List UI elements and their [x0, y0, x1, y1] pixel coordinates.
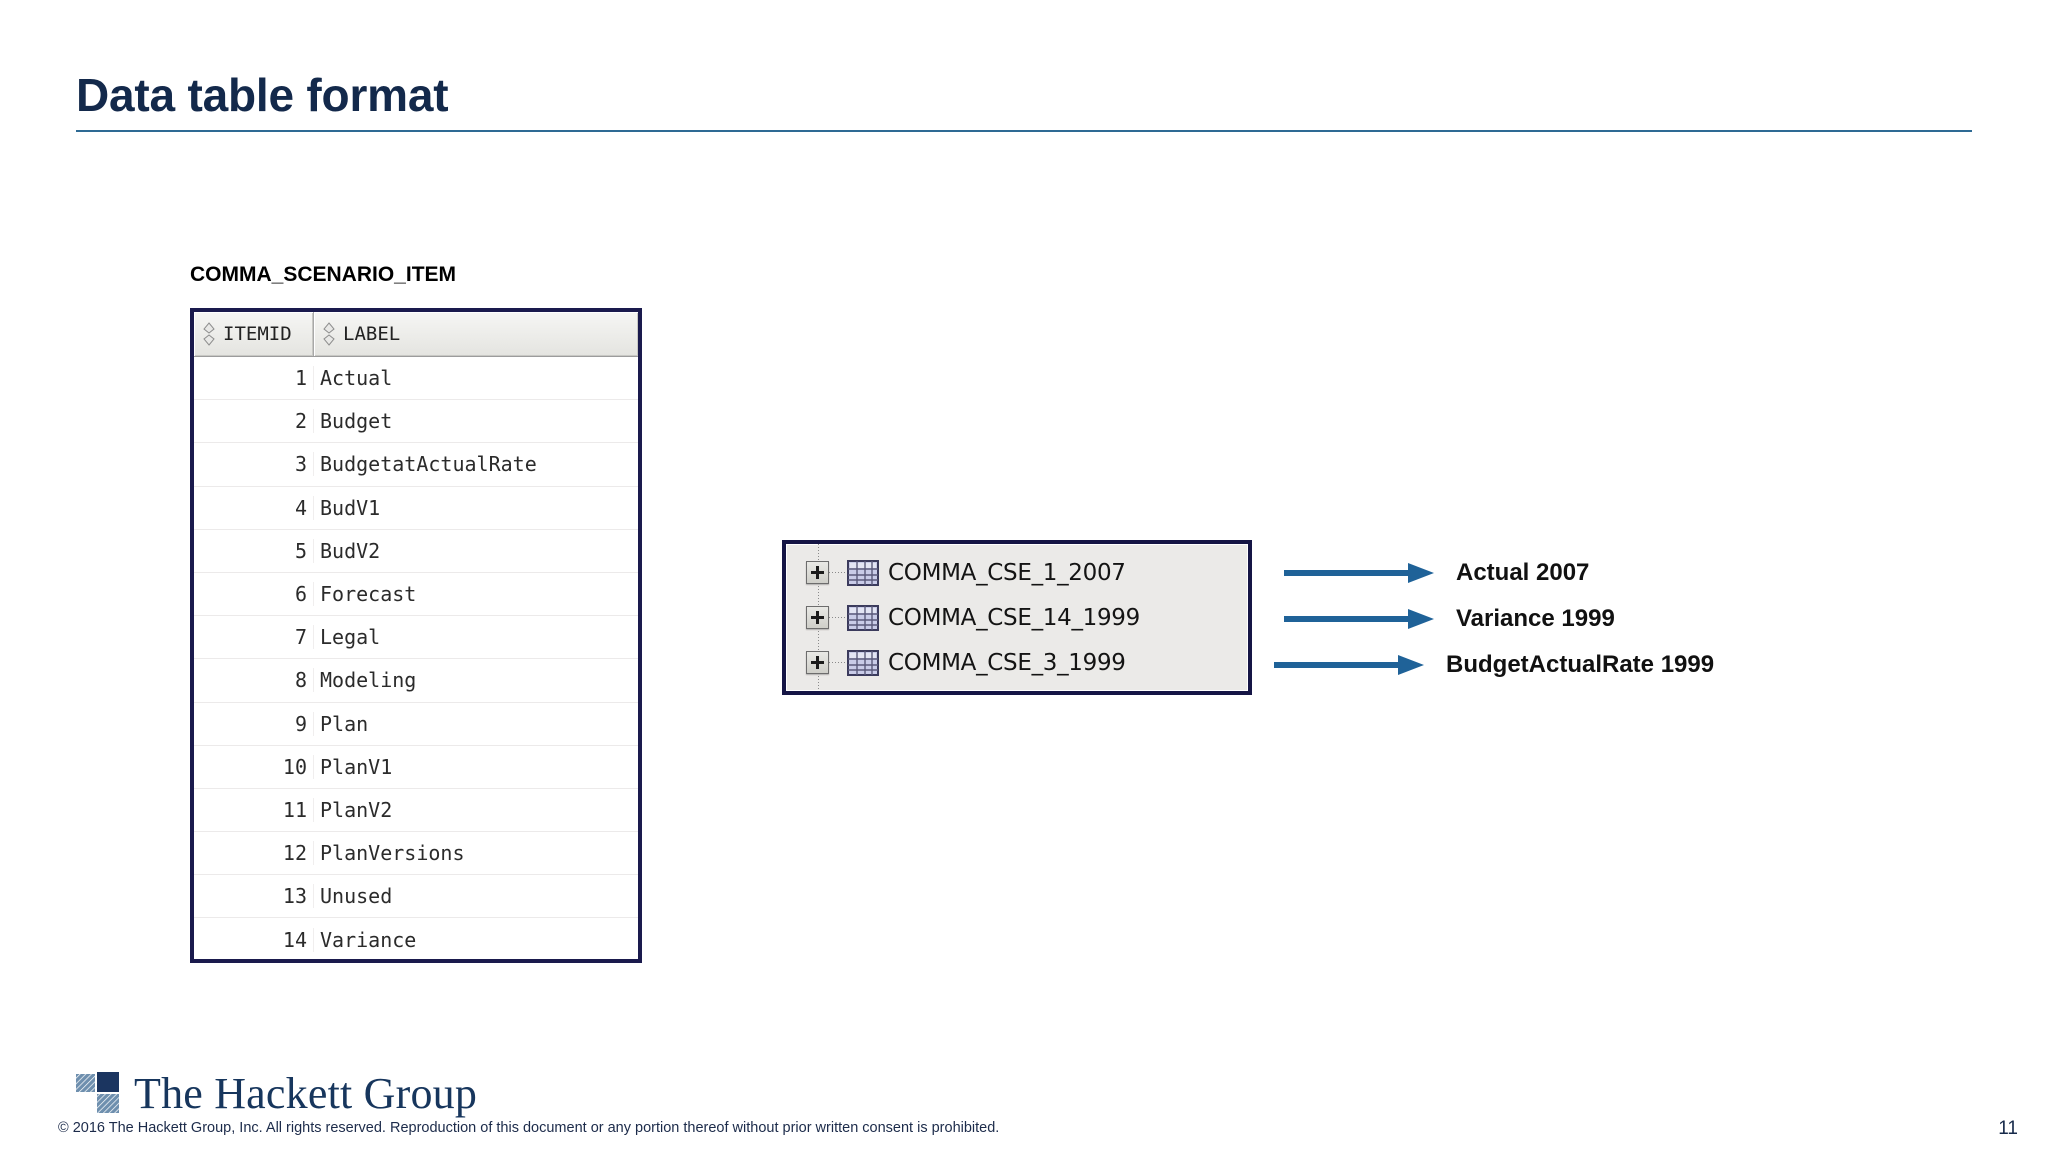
cell-itemid: 12	[194, 841, 314, 866]
tree-item[interactable]: COMMA_CSE_14_1999	[786, 595, 1248, 640]
plus-box-icon[interactable]	[806, 651, 829, 674]
cell-label: Modeling	[320, 668, 417, 693]
cell-itemid: 5	[194, 538, 314, 563]
callout-actual-2007: Actual 2007	[1284, 558, 1589, 588]
column-header-itemid-label: ITEMID	[223, 323, 292, 345]
cell-itemid: 2	[194, 409, 314, 434]
column-header-label[interactable]: LABEL	[314, 312, 638, 356]
column-header-label-label: LABEL	[343, 323, 401, 345]
tree-connector-dash	[829, 617, 847, 618]
copyright-notice: © 2016 The Hackett Group, Inc. All right…	[58, 1120, 1000, 1136]
brand-logo-text: The Hackett Group	[134, 1069, 478, 1118]
callout-label: Variance 1999	[1456, 605, 1615, 632]
cell-itemid: 1	[194, 366, 314, 391]
brand-logo: The Hackett Group	[76, 1068, 477, 1119]
tree-item-label: COMMA_CSE_3_1999	[888, 649, 1126, 676]
page-number: 11	[1998, 1118, 2018, 1139]
tree-item-label: COMMA_CSE_14_1999	[888, 604, 1140, 631]
cell-itemid: 13	[194, 884, 314, 909]
arrow-right-icon	[1284, 607, 1434, 631]
cell-label: BudgetatActualRate	[320, 452, 537, 477]
tree-connector-dash	[829, 572, 847, 573]
cell-label: Unused	[320, 884, 393, 909]
cell-label: PlanV1	[320, 754, 393, 779]
cell-itemid: 8	[194, 668, 314, 693]
table-grid-icon	[847, 649, 879, 676]
cell-label: Actual	[320, 366, 393, 391]
callout-budgetactualrate-1999: BudgetActualRate 1999	[1274, 650, 1714, 680]
cell-itemid: 4	[194, 495, 314, 520]
sort-updown-icon[interactable]	[202, 321, 216, 347]
tree-connector-dash	[829, 662, 847, 663]
cell-label: BudV1	[320, 495, 381, 520]
arrow-right-icon	[1274, 653, 1424, 677]
tree-item-label: COMMA_CSE_1_2007	[888, 559, 1126, 586]
plus-box-icon[interactable]	[806, 606, 829, 629]
cell-itemid: 9	[194, 711, 314, 736]
callout-variance-1999: Variance 1999	[1284, 604, 1615, 634]
cell-label: Forecast	[320, 582, 417, 607]
hackett-squares-icon	[76, 1071, 122, 1116]
cell-label: Legal	[320, 625, 381, 650]
cell-itemid: 6	[194, 582, 314, 607]
arrow-right-icon	[1284, 561, 1434, 585]
cell-label: PlanVersions	[320, 841, 465, 866]
table-grid-icon	[847, 604, 879, 631]
cell-itemid: 11	[194, 797, 314, 822]
title-divider	[76, 130, 1972, 132]
cell-label: Variance	[320, 927, 417, 952]
plus-box-icon[interactable]	[806, 561, 829, 584]
cell-itemid: 3	[194, 452, 314, 477]
cell-itemid: 7	[194, 625, 314, 650]
cell-itemid: 14	[194, 927, 314, 952]
table-grid-icon	[847, 559, 879, 586]
data-table-header-row: ITEMID LABEL	[194, 312, 638, 357]
sort-updown-icon[interactable]	[322, 321, 336, 347]
cell-label: Budget	[320, 409, 393, 434]
data-table-caption: COMMA_SCENARIO_ITEM	[190, 263, 457, 286]
tree-item[interactable]: COMMA_CSE_1_2007	[786, 550, 1248, 595]
callout-label: Actual 2007	[1456, 559, 1590, 586]
cell-label: PlanV2	[320, 797, 393, 822]
cell-itemid: 10	[194, 754, 314, 779]
column-header-itemid[interactable]: ITEMID	[194, 312, 314, 356]
callout-label: BudgetActualRate 1999	[1446, 651, 1715, 678]
cell-label: Plan	[320, 711, 369, 736]
tree-item[interactable]: COMMA_CSE_3_1999	[786, 640, 1248, 685]
cell-label: BudV2	[320, 538, 381, 563]
page-title: Data table format	[76, 69, 449, 121]
